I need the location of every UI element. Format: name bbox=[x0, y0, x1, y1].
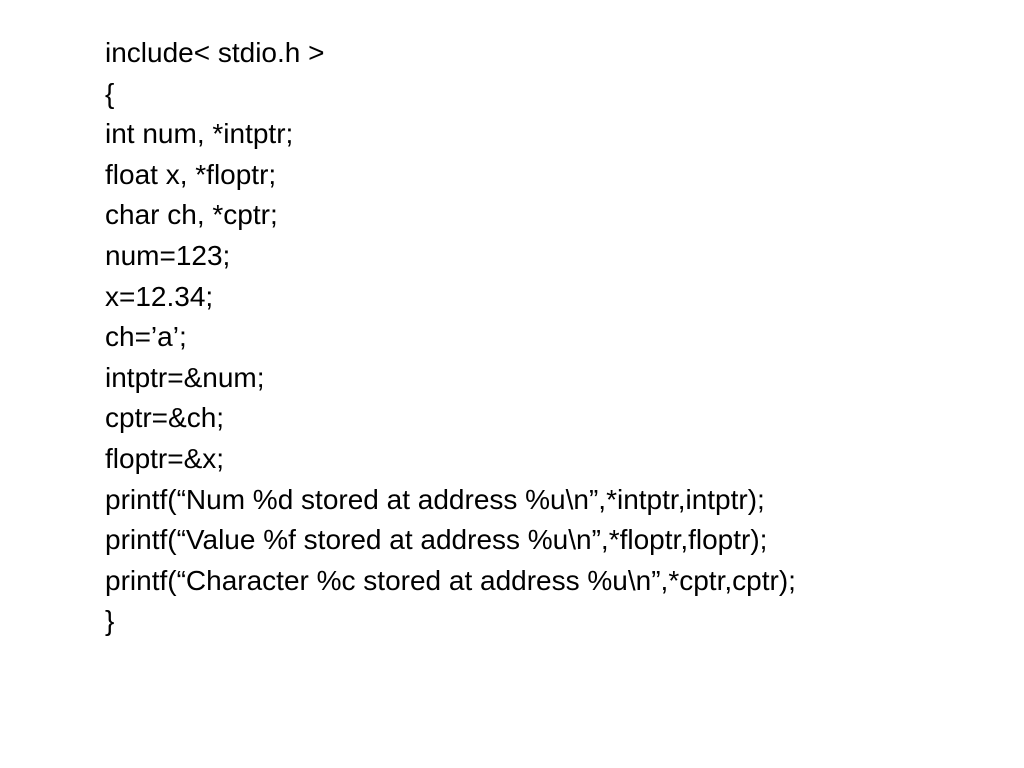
code-line-cptr-assign: cptr=&ch; bbox=[105, 402, 225, 434]
code-line-floptr-assign: floptr=&x; bbox=[105, 442, 225, 474]
code-line-printf-character: printf(“Character %c stored at address %… bbox=[105, 564, 796, 596]
code-line-num-assign: num=123; bbox=[105, 239, 231, 271]
code-line-x-assign: x=12.34; bbox=[105, 280, 214, 312]
code-line-close-brace: } bbox=[105, 605, 115, 637]
code-line-include: include< stdio.h > bbox=[105, 37, 325, 68]
code-line-float-declaration: float x, *floptr; bbox=[105, 158, 277, 190]
code-line-int-declaration: int num, *intptr; bbox=[105, 118, 294, 150]
code-line-printf-num: printf(“Num %d stored at address %u\n”,*… bbox=[105, 483, 765, 515]
code-line-printf-value: printf(“Value %f stored at address %u\n”… bbox=[105, 524, 768, 556]
code-line-intptr-assign: intptr=&num; bbox=[105, 361, 265, 393]
code-line-open-brace: { bbox=[105, 77, 115, 109]
code-line-ch-assign: ch=’a’; bbox=[105, 321, 187, 353]
code-line-char-declaration: char ch, *cptr; bbox=[105, 199, 278, 231]
code-block: include< stdio.h > { int num, *intptr; f… bbox=[105, 33, 1005, 642]
